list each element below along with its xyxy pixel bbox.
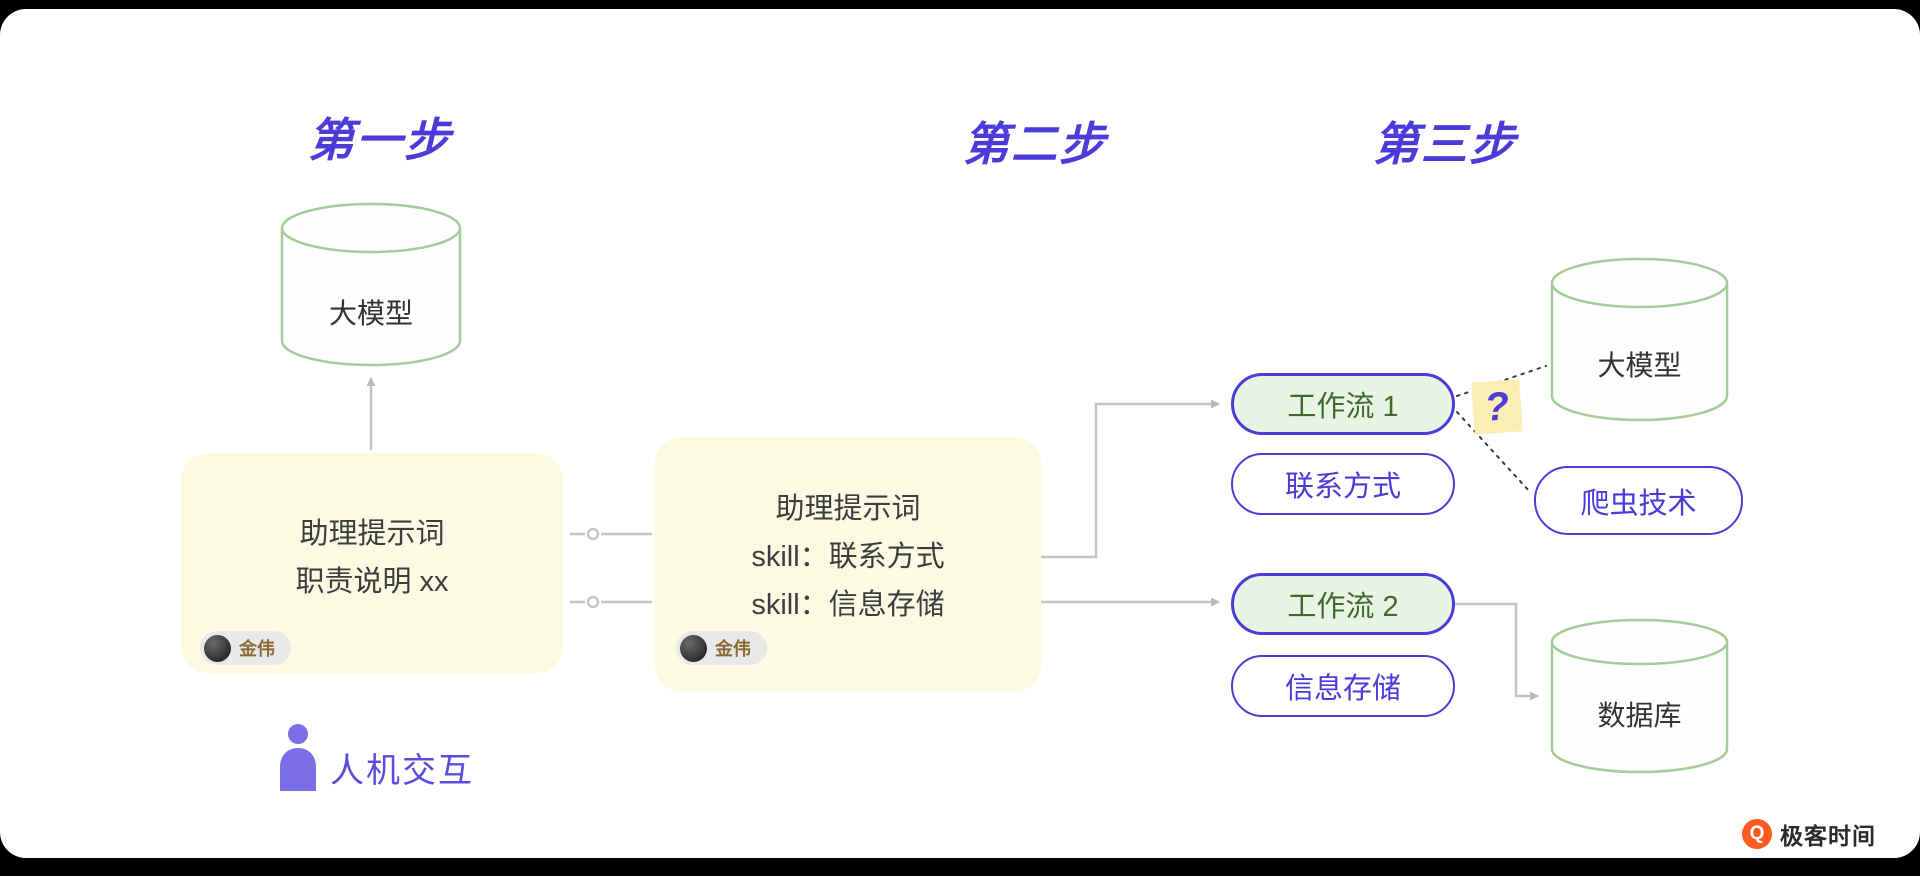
author-avatar xyxy=(680,634,707,662)
question-mark-highlight: ? xyxy=(1471,379,1523,435)
step-1-title: 第一步 xyxy=(308,114,452,166)
workflow-1-skill-pill: 联系方式 xyxy=(1231,453,1455,515)
prompt-line-2: 职责说明 xx xyxy=(295,566,449,598)
author-chip-1: 金伟 xyxy=(200,631,291,665)
database-cylinder-icon xyxy=(1550,618,1729,774)
crawler-pill: 爬虫技术 xyxy=(1534,466,1743,535)
author-chip-2: 金伟 xyxy=(676,631,767,665)
author-name: 金伟 xyxy=(715,639,751,659)
human-interaction-label: 人机交互 xyxy=(330,752,474,790)
prompt-note-step1-text: 助理提示词 职责说明 xx xyxy=(181,510,563,606)
model-cylinder-icon-2 xyxy=(1550,257,1729,422)
model-cylinder-label: 大模型 xyxy=(328,298,413,329)
step-2-title: 第二步 xyxy=(963,118,1107,170)
author-name: 金伟 xyxy=(239,639,275,659)
author-avatar xyxy=(204,634,231,662)
person-icon xyxy=(280,724,316,791)
workflow-2-skill-pill: 信息存储 xyxy=(1231,655,1455,717)
model-cylinder-icon xyxy=(280,202,462,367)
brand-logo-icon: Q xyxy=(1742,819,1772,849)
prompt-title-1: 助理提示词 xyxy=(299,518,445,550)
prompt-note-step2-text: 助理提示词 skill：联系方式 skill：信息存储 xyxy=(655,485,1041,629)
brand-logo: Q 极客时间 xyxy=(1742,817,1876,851)
prompt-skill-1: skill：联系方式 xyxy=(751,541,945,573)
prompt-skill-2: skill：信息存储 xyxy=(751,589,945,621)
database-cylinder-label: 数据库 xyxy=(1597,700,1682,731)
workflow-2-pill: 工作流 2 xyxy=(1231,573,1455,635)
step-3-title: 第三步 xyxy=(1373,118,1517,170)
prompt-title-2: 助理提示词 xyxy=(775,493,921,525)
workflow-1-pill: 工作流 1 xyxy=(1231,373,1455,435)
model-cylinder-2-label: 大模型 xyxy=(1597,350,1682,381)
brand-logo-text: 极客时间 xyxy=(1780,823,1876,849)
